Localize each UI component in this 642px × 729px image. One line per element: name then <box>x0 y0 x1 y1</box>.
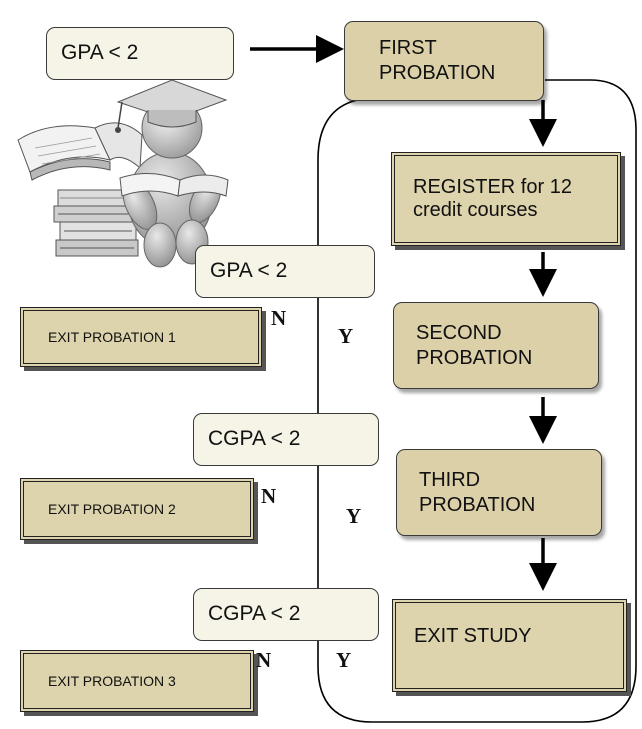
exit-probation-3-box: EXIT PROBATION 3 <box>20 650 254 712</box>
label-n-1: N <box>271 306 287 330</box>
first-probation-box: FIRST PROBATION <box>344 21 544 101</box>
exit-probation-1-box: EXIT PROBATION 1 <box>20 307 262 367</box>
register-courses-box: REGISTER for 12 credit courses <box>391 152 621 246</box>
gpa-check-1: GPA < 2 <box>195 245 375 298</box>
initial-gpa-check: GPA < 2 <box>46 27 234 80</box>
cgpa-check-3: CGPA < 2 <box>193 588 379 641</box>
cgpa-check-2: CGPA < 2 <box>193 413 379 466</box>
exit-probation-2-box: EXIT PROBATION 2 <box>20 478 254 540</box>
label-y-2: Y <box>346 504 362 528</box>
label-n-3: N <box>256 648 272 672</box>
label-y-3: Y <box>336 648 352 672</box>
exit-study-box: EXIT STUDY <box>392 599 627 692</box>
second-probation-box: SECOND PROBATION <box>393 302 599 389</box>
label-n-2: N <box>261 484 277 508</box>
third-probation-box: THIRD PROBATION <box>396 449 602 536</box>
label-y-1: Y <box>338 324 354 348</box>
loop-outline <box>317 79 637 723</box>
